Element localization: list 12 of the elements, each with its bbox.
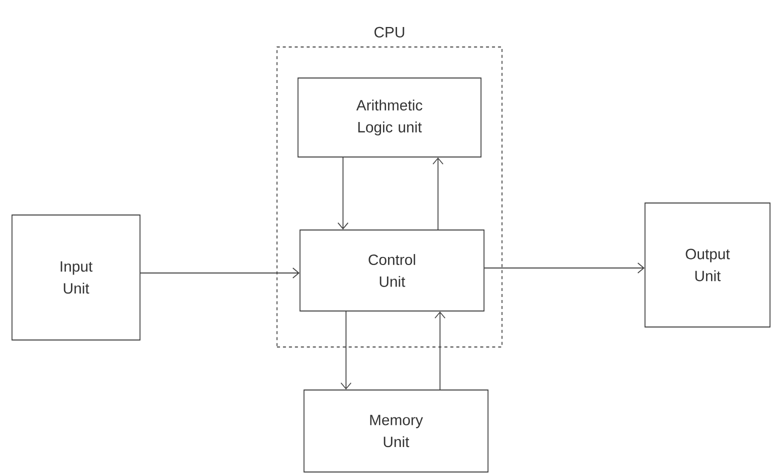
unit-box: Input Unit [12,214,140,340]
arrow [338,157,348,230]
arrow [140,268,300,278]
arrow [340,311,352,390]
unit-box: Arithmetic Logic unit [298,78,482,158]
arrow [432,157,444,230]
unit-box: Memory Unit [304,390,488,472]
arrow [484,262,645,274]
unit-box: Control Unit [300,230,484,312]
arrow [434,311,446,390]
group-heading: CPU [374,26,404,38]
unit-box: Output Unit [644,202,770,328]
